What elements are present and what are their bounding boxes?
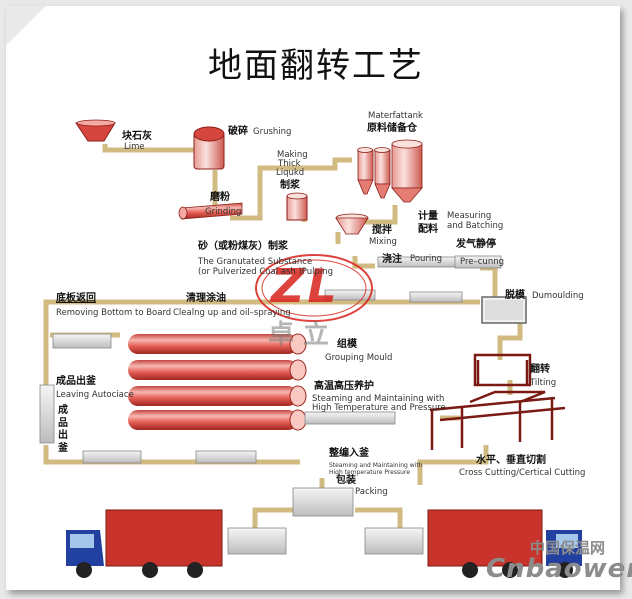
label-leave-cn: 成品出釜 [56, 376, 96, 387]
label-measure-cn2: 配料 [418, 224, 438, 235]
label-steam-cn: 高温高压养护 [314, 381, 374, 392]
label-mix-en: Mixing [369, 237, 397, 247]
label-thick-en1: Making [277, 150, 308, 160]
return-cart [195, 450, 257, 464]
label-enter-en2: High temperature Pressure [329, 469, 410, 476]
steam-cart [304, 411, 396, 425]
label-clean-en: Clealng up and oil–spraying [173, 308, 291, 318]
label-measure-cn1: 计量 [418, 211, 438, 222]
label-thick-en2: Thick [278, 159, 301, 169]
packing-stack [292, 487, 354, 517]
label-group-cn: 组模 [337, 339, 357, 350]
grinder-machine [178, 202, 243, 220]
label-tilt-cn: 翻转 [530, 364, 550, 375]
watermark-center-text: 卓 立 [268, 320, 330, 350]
mould-block [324, 289, 376, 301]
autoclave-tubes [128, 333, 307, 431]
packing-stack [227, 527, 287, 555]
label-lime-en: Lime [124, 142, 145, 152]
brand-watermark-cn: 中国保温网 [530, 539, 606, 557]
zl-logo-watermark [255, 254, 373, 322]
label-enter-cn: 整编入釜 [329, 448, 369, 459]
brand-watermark-en: Cnbaowen [486, 554, 632, 584]
label-cut-en: Cross Cutting/Certical Cutting [459, 468, 586, 478]
label-lime-cn: 块石灰 [122, 131, 152, 142]
label-grind-en: Grinding [205, 207, 242, 217]
label-precure-en: Pre–cunng [460, 257, 504, 267]
zl-logo-text: ZL [271, 259, 340, 313]
label-return-cn: 底板返回 [56, 293, 96, 304]
truck-right [427, 509, 582, 578]
label-thick-en3: Liqukd [276, 168, 305, 178]
label-demould-en: Dumoulding [532, 291, 584, 301]
packing-stack [364, 527, 424, 555]
page-title: 地面翻转工艺 [208, 46, 424, 86]
label-return-en: Removing Bottom to Board [56, 308, 172, 318]
label-tilt-en: Tilting [530, 378, 557, 388]
label-pour-en: Pouring [410, 254, 443, 264]
label-measure-en1: Measuring [447, 211, 492, 221]
material-silos [357, 139, 423, 203]
precure-mould [454, 255, 502, 269]
label-measure-en2: and Batching [447, 221, 504, 231]
label-sand-en1: The Granutated Substance [198, 257, 313, 267]
label-precure-cn: 发气静停 [456, 239, 496, 250]
label-pack-en: Packing [355, 487, 388, 497]
label-crush-en: Grushing [253, 127, 292, 137]
mould-block [409, 291, 463, 303]
return-cart [82, 450, 142, 464]
label-steam-en2: High Temperature and Pressure [312, 403, 446, 413]
label-sand-cn: 砂（或粉煤灰）制浆 [198, 241, 288, 252]
product-cart [39, 384, 55, 444]
label-leave-en: Leaving Autociace [56, 390, 134, 400]
label-enter-en1: Steaming and Maintaining with [329, 462, 423, 469]
label-leave-vertical: 成品出釜 [58, 405, 68, 454]
label-clean-cn: 清理涂油 [186, 293, 226, 304]
truck-left [66, 509, 223, 578]
crusher-machine [193, 126, 225, 170]
label-thick-cn: 制浆 [280, 180, 300, 191]
label-steam-en1: Steaming and Maintaining with [312, 394, 445, 404]
mixer-machine [335, 213, 369, 235]
label-grind-cn: 磨粉 [210, 192, 230, 203]
grouping-cart [52, 333, 112, 349]
label-material-en: Materfattank [368, 111, 423, 121]
lime-hopper [75, 119, 116, 142]
label-sand-en2: (or Pulverized Coal ash )Pulping [198, 267, 334, 277]
label-material-cn: 原料储备仓 [367, 123, 417, 134]
label-pack-cn: 包装 [336, 475, 356, 486]
tilting-frame [473, 353, 532, 387]
demould-cake-texture [485, 300, 523, 320]
cutting-machine [429, 390, 566, 450]
label-group-en: Grouping Mould [325, 353, 393, 363]
label-demould-cn: 脱模 [505, 290, 525, 301]
label-cut-cn: 水平、垂直切割 [476, 455, 546, 466]
label-crush-cn: 破碎 [228, 126, 248, 137]
page-curl [6, 6, 46, 46]
slurry-tank [286, 192, 308, 221]
label-pour-cn: 浇注 [382, 254, 402, 265]
label-mix-cn: 搅拌 [372, 225, 392, 236]
